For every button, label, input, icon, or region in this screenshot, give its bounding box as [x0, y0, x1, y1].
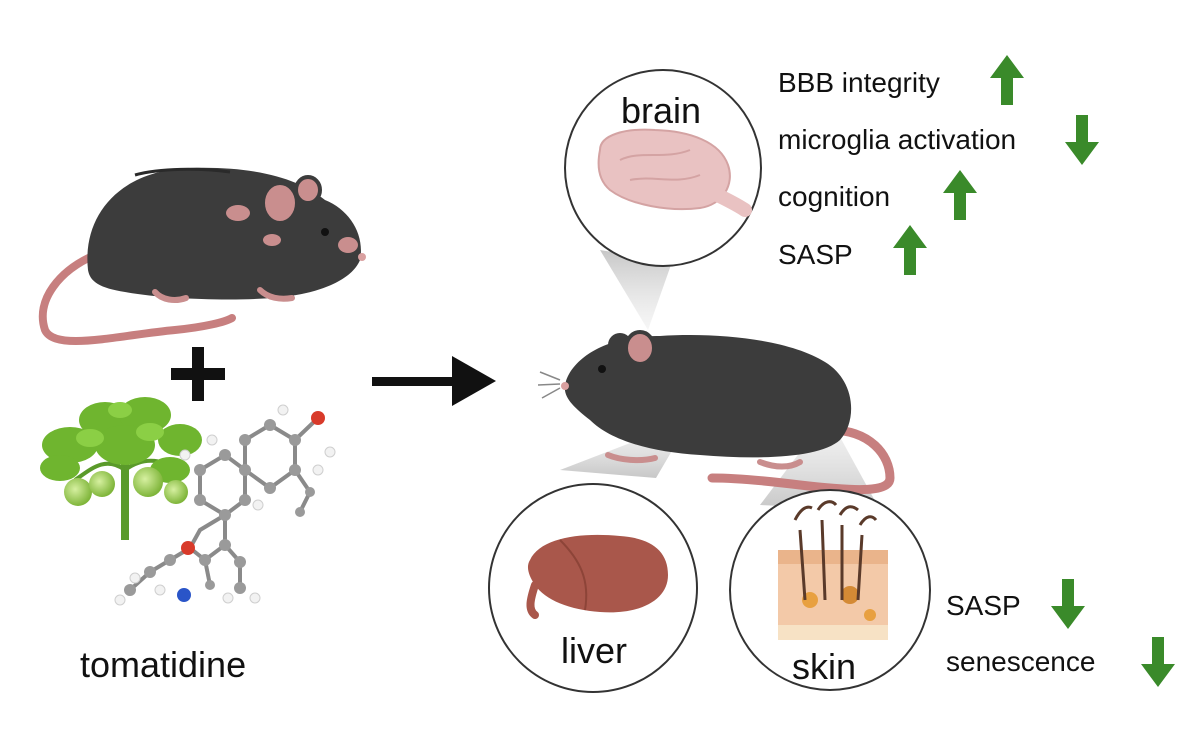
liver-label: liver [561, 630, 628, 671]
liver-circle [488, 483, 698, 693]
brain-effect-cognition: cognition [778, 181, 891, 212]
arrow-right-icon [372, 356, 496, 406]
arrow-up-icon [943, 170, 977, 220]
aged-mouse-icon [38, 167, 366, 345]
compound-label: tomatidine [80, 644, 247, 685]
brain-label: brain [621, 90, 702, 131]
brain-effect-bbb: BBB integrity [778, 67, 940, 98]
brain-effect-sasp: SASP [778, 239, 853, 270]
brain-effect-microglia: microglia activation [778, 124, 1017, 155]
plus-icon [171, 347, 225, 401]
skin-label: skin [792, 646, 857, 687]
brain-icon [597, 128, 752, 217]
skin-effect-sasp: SASP [946, 590, 1021, 621]
skin-icon [778, 500, 888, 640]
treated-mouse-icon [537, 330, 895, 495]
liver-icon [526, 534, 668, 619]
arrow-up-icon [990, 55, 1024, 105]
arrow-down-icon [1141, 637, 1175, 687]
arrow-down-icon [1065, 115, 1099, 165]
tomato-plant-icon [40, 397, 202, 540]
arrow-down-icon [1051, 579, 1085, 629]
brain-connector [600, 250, 672, 330]
skin-effect-senescence: senescence [946, 646, 1096, 677]
brain-circle [564, 69, 762, 267]
molecule-icon [114, 404, 336, 606]
arrow-up-icon [893, 225, 927, 275]
skin-circle [729, 489, 931, 691]
